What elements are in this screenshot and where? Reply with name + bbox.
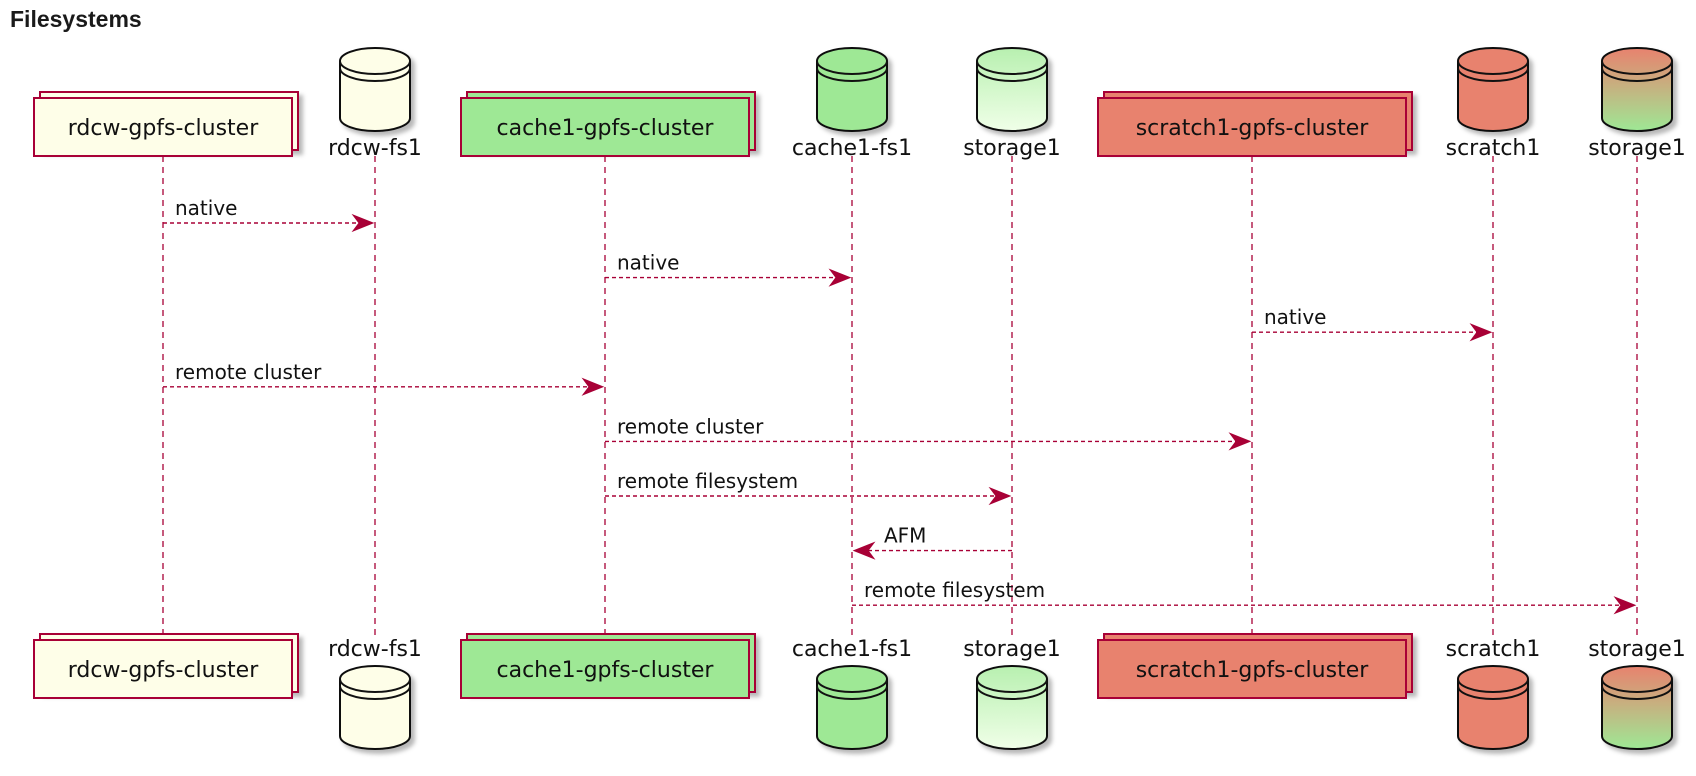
message-label: remote filesystem: [617, 469, 798, 493]
cylinder-icon: [339, 47, 411, 132]
database-storage1_b-top[interactable]: storage1: [1588, 47, 1686, 161]
participant-label: scratch1-gpfs-cluster: [1136, 658, 1370, 683]
database-label: storage1: [1588, 136, 1686, 161]
participant-rdcw_cluster-top[interactable]: rdcw-gpfs-cluster: [33, 91, 299, 157]
database-storage1_b-bottom[interactable]: storage1: [1588, 637, 1686, 750]
arrowhead-icon: [351, 213, 375, 233]
message-arrow[interactable]: native: [605, 251, 852, 287]
database-storage1_a-bottom[interactable]: storage1: [963, 637, 1061, 750]
cylinder-icon: [976, 665, 1048, 750]
cylinder-icon: [816, 47, 888, 132]
database-label: cache1-fs1: [792, 637, 912, 662]
database-storage1_a-top[interactable]: storage1: [963, 47, 1061, 161]
message-arrow[interactable]: remote filesystem: [852, 578, 1637, 615]
database-label: scratch1: [1446, 637, 1541, 662]
database-rdcw_fs1-top[interactable]: rdcw-fs1: [328, 47, 422, 161]
page-title: Filesystems: [10, 6, 142, 32]
arrowhead-icon: [1228, 432, 1252, 451]
participant-scratch1_cluster-top[interactable]: scratch1-gpfs-cluster: [1097, 91, 1413, 157]
database-label: storage1: [1588, 637, 1686, 662]
database-scratch1-bottom[interactable]: scratch1: [1446, 637, 1541, 750]
participant-label: cache1-gpfs-cluster: [497, 658, 715, 683]
arrowhead-icon: [581, 377, 605, 396]
cylinder-icon: [976, 47, 1048, 132]
participant-label: rdcw-gpfs-cluster: [68, 658, 260, 683]
arrowhead-icon: [828, 268, 852, 287]
database-label: rdcw-fs1: [328, 637, 422, 662]
message-label: remote filesystem: [864, 578, 1045, 602]
cylinder-icon: [1457, 47, 1529, 132]
database-rdcw_fs1-bottom[interactable]: rdcw-fs1: [328, 637, 422, 750]
arrowhead-icon: [852, 541, 876, 560]
participant-cache1_cluster-top[interactable]: cache1-gpfs-cluster: [460, 91, 756, 157]
arrowhead-icon: [1613, 596, 1637, 615]
database-label: cache1-fs1: [792, 136, 912, 161]
cylinder-icon: [1601, 665, 1673, 750]
database-label: scratch1: [1446, 136, 1541, 161]
participant-rdcw_cluster-bottom[interactable]: rdcw-gpfs-cluster: [33, 633, 299, 699]
message-arrow[interactable]: remote filesystem: [605, 469, 1012, 506]
message-label: remote cluster: [175, 360, 322, 384]
database-cache1_fs1-top[interactable]: cache1-fs1: [792, 47, 912, 161]
participant-label: rdcw-gpfs-cluster: [68, 116, 260, 141]
database-label: storage1: [963, 136, 1061, 161]
message-label: native: [617, 251, 679, 275]
participant-cache1_cluster-bottom[interactable]: cache1-gpfs-cluster: [460, 633, 756, 699]
participant-label: scratch1-gpfs-cluster: [1136, 116, 1370, 141]
cylinder-icon: [339, 665, 411, 750]
database-label: rdcw-fs1: [328, 136, 422, 161]
message-arrow[interactable]: remote cluster: [163, 360, 605, 396]
message-label: native: [1264, 305, 1326, 329]
database-cache1_fs1-bottom[interactable]: cache1-fs1: [792, 637, 912, 750]
cylinder-icon: [1601, 47, 1673, 132]
participant-label: cache1-gpfs-cluster: [497, 116, 715, 141]
message-label: remote cluster: [617, 414, 764, 438]
message-label: native: [175, 196, 237, 220]
cylinder-icon: [816, 665, 888, 750]
message-arrow[interactable]: remote cluster: [605, 414, 1252, 451]
participant-scratch1_cluster-bottom[interactable]: scratch1-gpfs-cluster: [1097, 633, 1413, 699]
arrowhead-icon: [1469, 323, 1493, 342]
database-label: storage1: [963, 637, 1061, 662]
message-arrow[interactable]: AFM: [852, 524, 1012, 560]
cylinder-icon: [1457, 665, 1529, 750]
message-arrow[interactable]: native: [163, 196, 375, 233]
database-scratch1-top[interactable]: scratch1: [1446, 47, 1541, 161]
arrowhead-icon: [988, 486, 1012, 506]
message-label: AFM: [884, 524, 926, 548]
message-arrow[interactable]: native: [1252, 305, 1493, 342]
